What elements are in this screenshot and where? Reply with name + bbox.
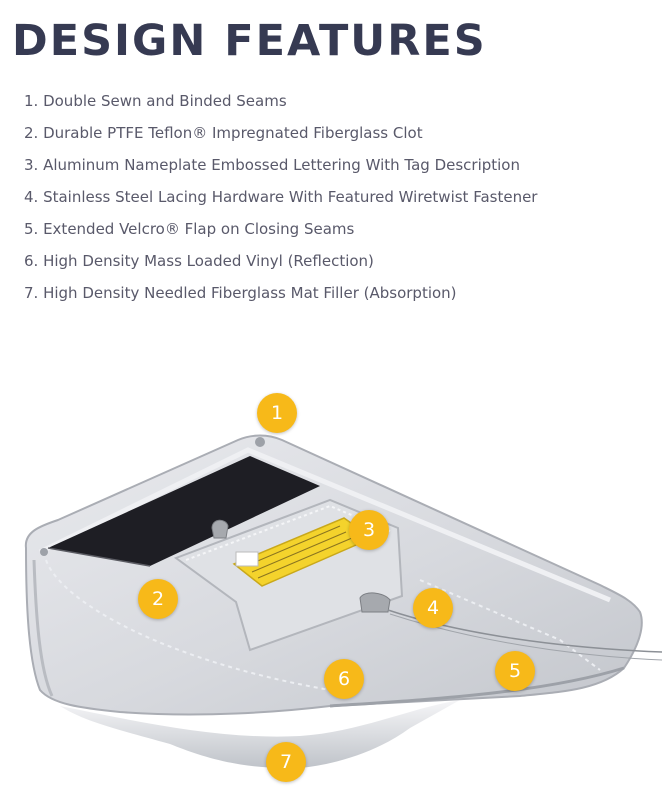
velcro-flap [47,456,320,567]
feature-item: 2. Durable PTFE Teflon® Impregnated Fibe… [24,124,423,142]
fiberglass-filler-edge [60,700,460,769]
feature-list: 1. Double Sewn and Binded Seams 2. Durab… [24,88,537,312]
callout-marker-1: 1 [257,393,297,433]
lacing-hardware [211,519,391,613]
insulation-blanket-illustration [24,434,662,769]
feature-item: 5. Extended Velcro® Flap on Closing Seam… [24,220,355,238]
page-title: DESIGN FEATURES [12,16,487,66]
callout-marker-4: 4 [413,588,453,628]
callout-marker-7: 7 [266,742,306,782]
aluminum-nameplate-tag [232,517,374,587]
feature-item: 7. High Density Needled Fiberglass Mat F… [24,284,457,302]
feature-item: 4. Stainless Steel Lacing Hardware With … [24,188,538,206]
feature-item: 1. Double Sewn and Binded Seams [24,92,287,110]
feature-item: 3. Aluminum Nameplate Embossed Lettering… [24,156,520,174]
callout-marker-3: 3 [349,510,389,550]
callout-marker-6: 6 [324,659,364,699]
callout-marker-5: 5 [495,651,535,691]
feature-item: 6. High Density Mass Loaded Vinyl (Refle… [24,252,374,270]
corner-grommet-icon [40,437,265,556]
callout-marker-2: 2 [138,579,178,619]
